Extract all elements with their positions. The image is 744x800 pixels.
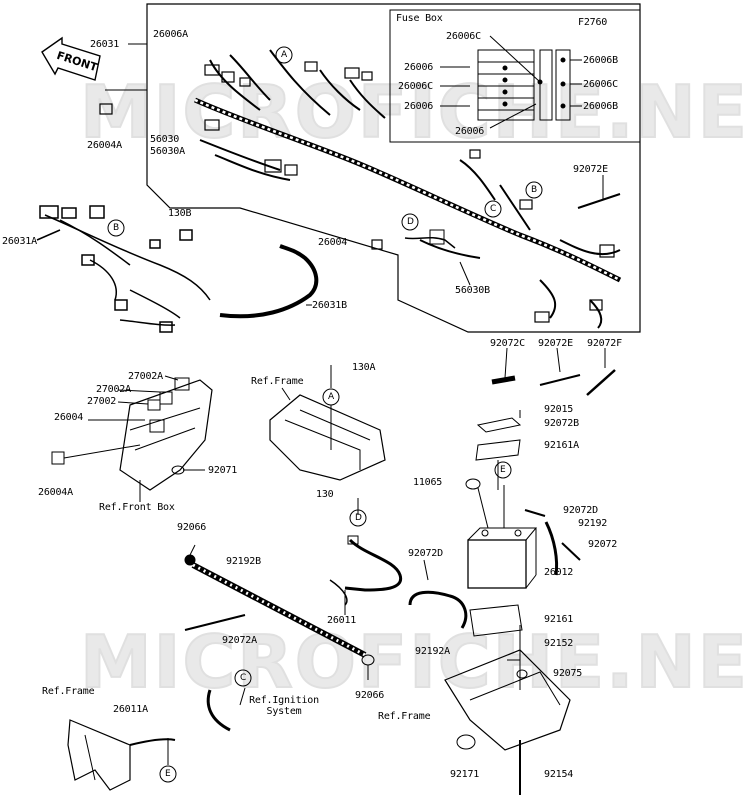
- part-26011[interactable]: 26011: [327, 615, 357, 626]
- part-92192B[interactable]: 92192B: [226, 556, 261, 567]
- part-26006B-2[interactable]: 26006B: [583, 101, 618, 112]
- figure-id: F2760: [578, 17, 608, 28]
- part-26004-left[interactable]: 26004: [54, 412, 84, 423]
- part-26006-1[interactable]: 26006: [404, 62, 434, 73]
- part-56030[interactable]: 56030: [150, 134, 180, 145]
- part-27002A-2[interactable]: 27002A: [96, 384, 131, 395]
- part-26031B[interactable]: 26031B: [312, 300, 347, 311]
- callout-b-right: B: [531, 185, 537, 195]
- callout-c-mid: C: [490, 204, 497, 214]
- front-arrow-icon: [41, 36, 101, 81]
- watermark-bottom: MICROFICHE.NET: [79, 619, 744, 705]
- part-92015[interactable]: 92015: [544, 404, 574, 415]
- part-92072A[interactable]: 92072A: [222, 635, 257, 646]
- part-26031A[interactable]: 26031A: [2, 236, 37, 247]
- part-92071[interactable]: 92071: [208, 465, 238, 476]
- part-92072E[interactable]: 92072E: [538, 338, 573, 349]
- part-92072[interactable]: 92072: [588, 539, 618, 550]
- part-92072D[interactable]: 92072D: [408, 548, 443, 559]
- part-92192A[interactable]: 92192A: [415, 646, 450, 657]
- part-92066-bottom[interactable]: 92066: [355, 690, 385, 701]
- part-92161A[interactable]: 92161A: [544, 440, 579, 451]
- harness-26031A: [36, 205, 211, 333]
- ref-ignition-system: Ref.Ignition System: [249, 695, 319, 717]
- frame-section: [269, 365, 386, 481]
- part-92152[interactable]: 92152: [544, 638, 574, 649]
- part-26006C-right[interactable]: 26006C: [583, 79, 618, 90]
- part-26006A[interactable]: 26006A: [153, 29, 188, 40]
- part-27002[interactable]: 27002: [87, 396, 117, 407]
- part-92171[interactable]: 92171: [450, 769, 480, 780]
- part-92072C[interactable]: 92072C: [490, 338, 525, 349]
- part-130A[interactable]: 130A: [352, 362, 376, 373]
- part-26006B-1[interactable]: 26006B: [583, 55, 618, 66]
- part-92072D-right[interactable]: 92072D: [563, 505, 598, 516]
- harness-26031B: [219, 244, 319, 319]
- part-26004-mid[interactable]: 26004: [318, 237, 348, 248]
- fuse-box-internals: [440, 35, 582, 129]
- battery-cable-26011: [329, 498, 403, 615]
- part-26031[interactable]: 26031: [90, 39, 120, 50]
- part-56030B[interactable]: 56030B: [455, 285, 490, 296]
- part-92072E-top[interactable]: 92072E: [573, 164, 608, 175]
- callout-a-top: A: [281, 50, 287, 60]
- frame-bottom-left: [67, 687, 246, 791]
- front-box-assembly: [51, 375, 213, 502]
- part-26006C-top[interactable]: 26006C: [446, 31, 481, 42]
- part-11065[interactable]: 11065: [413, 477, 443, 488]
- part-92161[interactable]: 92161: [544, 614, 574, 625]
- part-92075[interactable]: 92075: [553, 668, 583, 679]
- part-26004A-left[interactable]: 26004A: [38, 487, 73, 498]
- callout-a-frame: A: [328, 392, 334, 402]
- callout-b-left: B: [113, 223, 119, 233]
- part-92154[interactable]: 92154: [544, 769, 574, 780]
- part-27002A-1[interactable]: 27002A: [128, 371, 163, 382]
- fuse-box-title: Fuse Box: [396, 13, 443, 24]
- part-130B[interactable]: 130B: [168, 208, 192, 219]
- part-26012[interactable]: 26012: [544, 567, 574, 578]
- callout-d-top: D: [407, 217, 414, 227]
- part-92192[interactable]: 92192: [578, 518, 608, 529]
- callout-d-cable: D: [355, 513, 362, 523]
- ref-frame-bottom-left: Ref.Frame: [42, 686, 95, 697]
- ref-frame-bottom-right: Ref.Frame: [378, 711, 431, 722]
- callout-e-battery: E: [500, 465, 506, 475]
- part-130[interactable]: 130: [316, 489, 334, 500]
- battery-assembly: [408, 410, 581, 795]
- part-92072F[interactable]: 92072F: [587, 338, 622, 349]
- part-26006-3[interactable]: 26006: [455, 126, 485, 137]
- watermark-top: MICROFICHE.NET: [79, 69, 744, 155]
- part-92072B[interactable]: 92072B: [544, 418, 579, 429]
- part-92066-top[interactable]: 92066: [177, 522, 207, 533]
- part-56030A[interactable]: 56030A: [150, 146, 185, 157]
- callout-c-bottom: C: [240, 673, 247, 683]
- ref-frame-mid: Ref.Frame: [251, 376, 304, 387]
- part-26011A[interactable]: 26011A: [113, 704, 148, 715]
- part-26006C-2[interactable]: 26006C: [398, 81, 433, 92]
- part-26006-2[interactable]: 26006: [404, 101, 434, 112]
- callout-e-bottom: E: [165, 769, 171, 779]
- part-26004A-top[interactable]: 26004A: [87, 140, 122, 151]
- ref-front-box: Ref.Front Box: [99, 502, 175, 513]
